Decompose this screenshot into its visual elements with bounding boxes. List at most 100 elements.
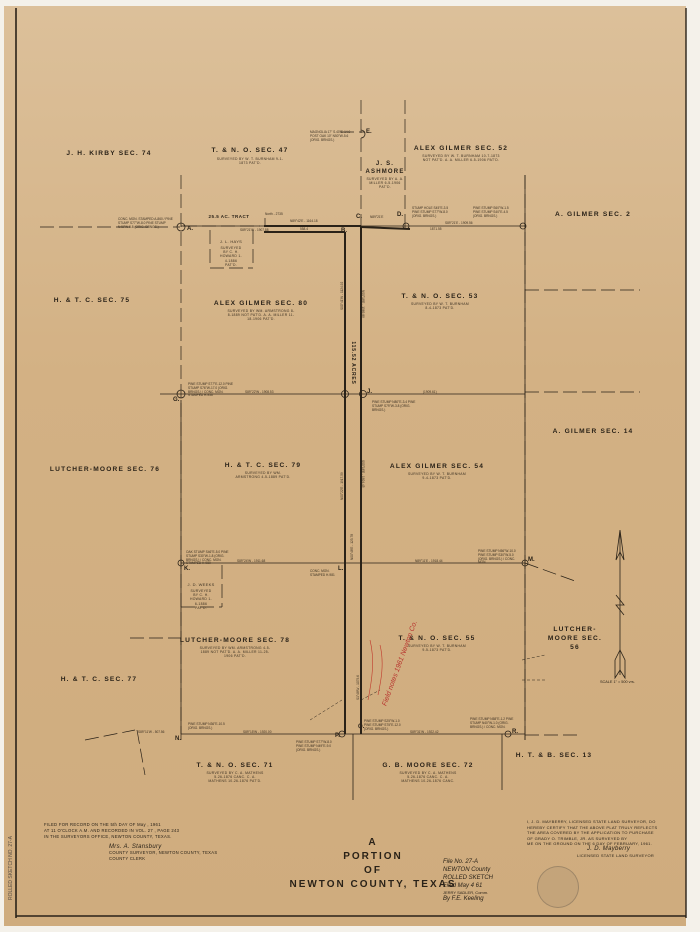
filing-line-5: COUNTY CLERK [109, 856, 146, 861]
bearing-north-e: North - 2735 [265, 212, 283, 216]
cert-line-3: THE AREA COVERED BY THE APPLICATION TO P… [527, 830, 654, 836]
corner-note-k: OAK STUMP S46°E-5.0 PINE STUMP S30°W-1.8… [186, 550, 229, 566]
point-b: B. [341, 228, 347, 234]
section-survey-alex-gilmer-80: SURVEYED BY WM. ARMSTRONG 8-8-1889 NOT P… [227, 309, 295, 322]
section-survey-lutcher-moore-78: SURVEYED BY WM. ARMSTRONG 4-5-1889 NOT P… [199, 646, 271, 659]
section-label-gb-moore-72: G. B. MOORE SEC. 72 [382, 762, 474, 769]
filing-line-2: AT 11 O'CLOCK A.M. AND RECORDED IN VOL. … [44, 828, 180, 833]
section-label-hgtc-75: H. & T. C. SEC. 75 [53, 297, 131, 304]
cert-line-4: OF GRADY O. TRIMBLE, JR. AS SURVEYED BY [527, 835, 628, 841]
point-p: P. [335, 733, 340, 739]
bearing-east-line-2: S00°16'E - 1824.45 [361, 460, 365, 488]
tract-label-25-5-ac: 25.5 AC. TRACT [208, 214, 250, 219]
section-survey-ashmore: SURVEYED BY A. A. MILLER 6-5-1906 PAT'D. [366, 177, 404, 190]
section-label-hgtc-77: H. & T. C. SEC. 77 [60, 676, 138, 683]
corner-note-p: PINE STUMP S77°W-8.0 PINE STUMP N49°E-9.… [296, 740, 332, 752]
section-label-tno-71: T. & N. O. SEC. 71 [196, 762, 274, 769]
section-label-lutcher-moore-78: LUTCHER-MOORE SEC. 78 [179, 637, 291, 644]
corner-note-d: STUMP HOLE S45°E-3.5 PINE STUMP S77°W-8.… [412, 206, 449, 218]
bearing-j-right: (1909.61) [423, 390, 437, 394]
section-label-tno-47: T. & N. O. SEC. 47 [211, 147, 289, 154]
title-line-2: PORTION [343, 851, 403, 862]
point-k: K. [184, 566, 190, 572]
section-survey-gb-moore-72: SURVEYED BY C. A. MATHENS 5-26-1876 CANC… [399, 771, 457, 784]
cert-line-5: ME ON THE GROUND ON THE 6 DAY OF FEBRUAR… [527, 841, 653, 847]
corner-note-l: CONC. MON. STAMPED H-981 [310, 569, 335, 577]
filing-signature: Mrs. A. Stansbury [109, 844, 162, 850]
side-stamp: ROLLED SKETCH NO. 27-A [8, 836, 14, 900]
section-label-lutcher-moore-56: LUTCHER-MOORE SEC. 56 [547, 626, 603, 651]
bearing-west-line-2: N00°22'E - 1917.59 [340, 472, 344, 500]
corner-note-q: PINE STUMP S25°W-1.0 PINE STUMP S75°E-12… [364, 719, 401, 731]
point-d: D. [397, 212, 403, 218]
bearing-l-m: N89°11'E - 1918.44 [415, 559, 443, 563]
file-filed: Filed May 4 61 [443, 883, 483, 889]
corner-note-m: PINE STUMP N56°W-10.0 PINE STUMP S30°W-5… [478, 549, 516, 565]
title-line-1: A [368, 837, 378, 848]
section-label-lutcher-moore-76: LUTCHER-MOORE SEC. 76 [49, 466, 161, 473]
file-no: File No. 27-A [443, 859, 479, 865]
section-survey-tno-71: SURVEYED BY C. A. MATHENS 5-26-1876 CANC… [206, 771, 264, 784]
cert-line-2: HEREBY CERTIFY THAT THE ABOVE PLAT TRULY… [527, 824, 658, 830]
section-label-a-gilmer-14: A. GILMER SEC. 14 [552, 428, 634, 435]
corner-note-g: PINE STUMP S77°E-12.0 PINE STUMP S76°W-1… [188, 382, 233, 398]
corner-note-a: CONC. MON. STAMPED A-860 / PINE STUMP S7… [118, 217, 173, 229]
cert-signature: J. D. Mayberry [587, 845, 631, 852]
section-label-hgtc-79: H. & T. C. SEC. 79 [224, 462, 302, 469]
cert-line-1: I, J. D. MAYBERRY, LICENSED STATE LAND S… [527, 819, 656, 824]
section-label-alex-gilmer-54: ALEX GILMER SEC. 54 [389, 463, 485, 470]
point-m: M. [528, 557, 535, 563]
corner-note-e: MAGNOLIA 17" S.40°E-14.0 POST OAK 10" N5… [310, 130, 351, 142]
filing-line-4: COUNTY SURVEYOR, NEWTON COUNTY, TEXAS [109, 850, 218, 855]
tract-label-jl-hays: J. L. HAYS [219, 239, 243, 244]
bearing-n-left: S89°11'W - 507.56 [138, 730, 165, 734]
file-record-block: File No. 27-A NEWTON County ROLLED SKETC… [443, 858, 493, 903]
filing-line-3: IN THE SURVEYORS OFFICE, NEWTON COUNTY, … [44, 834, 172, 839]
bearing-k-l: S89°24'W - 1911.68 [237, 559, 266, 563]
corner-note-r: PINE STUMP N58°E-1.2 PINE STUMP N40°W-1.… [470, 717, 514, 729]
point-e: E. [366, 129, 372, 135]
section-label-alex-gilmer-80: ALEX GILMER SEC. 80 [213, 300, 309, 307]
file-commissioner: JERRY SADLER, Comm. [443, 890, 489, 895]
bearing-top-short: 558.4 [300, 227, 308, 231]
tract-label-jd-weeks: J. D. WEEKS [187, 582, 215, 587]
section-label-tno-53: T. & N. O. SEC. 53 [401, 293, 479, 300]
file-type: ROLLED SKETCH [443, 875, 494, 881]
point-q: Q. [358, 724, 365, 730]
section-label-htbb-13: H. T. & B. SEC. 13 [515, 752, 593, 759]
filing-line-1: FILED FOR RECORD ON THE 5th DAY OF May ,… [44, 822, 161, 827]
point-j: J. [367, 389, 373, 395]
cert-footer: LICENSED STATE LAND SURVEYOR [577, 852, 655, 858]
point-a: A. [187, 226, 193, 232]
bearing-west-line-1: S00°41'W - 1124.92 [340, 281, 344, 310]
bearing-d-f2: 1871.55 [430, 227, 442, 231]
title-line-4: NEWTON COUNTY, TEXAS [289, 879, 457, 890]
file-county: NEWTON County [443, 867, 491, 873]
acreage-label: 115.52 ACRES [350, 341, 356, 385]
section-label-jh-kirby-74: J. H. KIRBY SEC. 74 [66, 150, 152, 157]
tract-survey-jl-hays: SURVEYED BY C. H. HOWARD 1-4-1886 PAT'D. [220, 246, 242, 267]
section-survey-alex-gilmer-52: SURVEYED BY W. T. BURNHAM 10-7-1873 NOT … [422, 154, 500, 163]
section-label-ashmore: J. S. ASHMORE [365, 161, 405, 175]
section-survey-tno-47: SURVEYED BY W. T. BURNHAM 9-1-1873 PAT'D… [216, 157, 284, 166]
section-label-tno-55: T. & N. O. SEC. 55 [398, 635, 476, 642]
corner-note-j: PINE STUMP N80°E-3.4 PINE STUMP S79°W-3.… [372, 400, 416, 412]
point-n: N. [175, 736, 181, 742]
scale-label: SCALE 1" = 500 vrs. [600, 680, 635, 684]
tract-survey-jd-weeks: SURVEYED BY C. H. HOWARD 1-6-1886 PAT'D. [190, 589, 212, 610]
section-survey-hgtc-79: SURVEYED BY WM. ARMSTRONG 4-5-1889 PAT'D… [235, 471, 291, 480]
seal-stamp-icon [537, 866, 579, 908]
corner-note-n: PINE STUMP N36°E-10.5 (ORIG. BRNGS.) [188, 722, 225, 730]
section-survey-alex-gilmer-54: SURVEYED BY W. T. BURNHAM 9-4-1873 PAT'D… [408, 472, 466, 481]
bearing-line-lower: S1°48'W - 1079.6 [356, 675, 360, 700]
bearing-c-d: N89°21'E [370, 215, 384, 219]
point-c: C. [356, 214, 362, 220]
filing-block: FILED FOR RECORD ON THE 5th DAY OF May ,… [44, 822, 217, 862]
corner-note-f: PINE STUMP S60°W-1.5 PINE STUMP S40°E-4.… [473, 206, 509, 218]
bearing-g-j: S89°22'W - 1908.53 [245, 390, 274, 394]
section-label-alex-gilmer-52: ALEX GILMER SEC. 52 [413, 145, 509, 152]
file-by: By F.E. Keeling [443, 896, 484, 902]
section-label-a-gilmer-2: A. GILMER SEC. 2 [555, 211, 631, 218]
bearing-east-line-1: N00°18'E - 1069.89 [361, 290, 365, 318]
